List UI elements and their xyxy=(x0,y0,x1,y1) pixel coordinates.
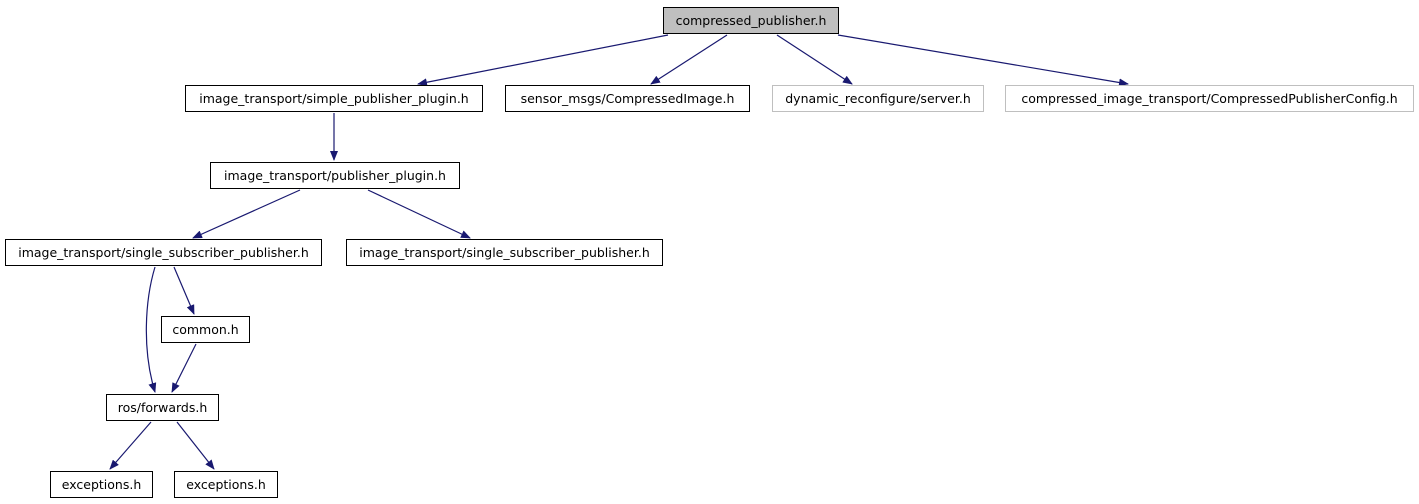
edge-n0-n3 xyxy=(776,34,853,85)
node-single-subscriber-publisher[interactable]: image_transport/single_subscriber_publis… xyxy=(5,239,322,266)
edge-n0-n4 xyxy=(837,34,1129,87)
edge-n6-n9 xyxy=(145,266,157,393)
edge-n0-n2 xyxy=(650,34,728,85)
node-label: exceptions.h xyxy=(186,477,266,492)
node-label: image_transport/single_subscriber_publis… xyxy=(18,245,309,260)
node-dynamic-reconfigure-server[interactable]: dynamic_reconfigure/server.h xyxy=(772,85,984,112)
edge-n5-n7 xyxy=(367,189,471,239)
node-label: compressed_image_transport/CompressedPub… xyxy=(1021,91,1398,106)
node-label: image_transport/publisher_plugin.h xyxy=(224,168,446,183)
edge-n5-n6 xyxy=(192,189,301,239)
node-label: image_transport/single_subscriber_publis… xyxy=(359,245,650,260)
edge-n9-n10 xyxy=(109,421,152,470)
node-label: dynamic_reconfigure/server.h xyxy=(785,91,971,106)
node-publisher-plugin[interactable]: image_transport/publisher_plugin.h xyxy=(210,162,460,189)
node-label: ros/forwards.h xyxy=(117,400,208,415)
node-simple-publisher-plugin[interactable]: image_transport/simple_publisher_plugin.… xyxy=(185,85,483,112)
edge-n9-n11 xyxy=(176,421,215,470)
node-exceptions[interactable]: exceptions.h xyxy=(50,471,153,498)
node-single-subscriber-publisher-2[interactable]: image_transport/single_subscriber_publis… xyxy=(346,239,663,266)
node-compressed-image[interactable]: sensor_msgs/CompressedImage.h xyxy=(505,85,750,112)
node-exceptions-2[interactable]: exceptions.h xyxy=(174,471,278,498)
node-ros-forwards[interactable]: ros/forwards.h xyxy=(106,394,219,421)
edge-n6-n8 xyxy=(173,266,195,315)
node-label: common.h xyxy=(172,322,239,337)
node-label: compressed_publisher.h xyxy=(675,13,827,28)
edge-n0-n1 xyxy=(417,34,669,87)
node-compressed-publisher-config[interactable]: compressed_image_transport/CompressedPub… xyxy=(1005,85,1414,112)
node-label: exceptions.h xyxy=(61,477,142,492)
node-common[interactable]: common.h xyxy=(161,316,250,343)
node-compressed-publisher[interactable]: compressed_publisher.h xyxy=(663,7,839,34)
node-label: sensor_msgs/CompressedImage.h xyxy=(520,91,735,106)
edge-n8-n9 xyxy=(171,343,197,393)
node-label: image_transport/simple_publisher_plugin.… xyxy=(199,91,469,106)
